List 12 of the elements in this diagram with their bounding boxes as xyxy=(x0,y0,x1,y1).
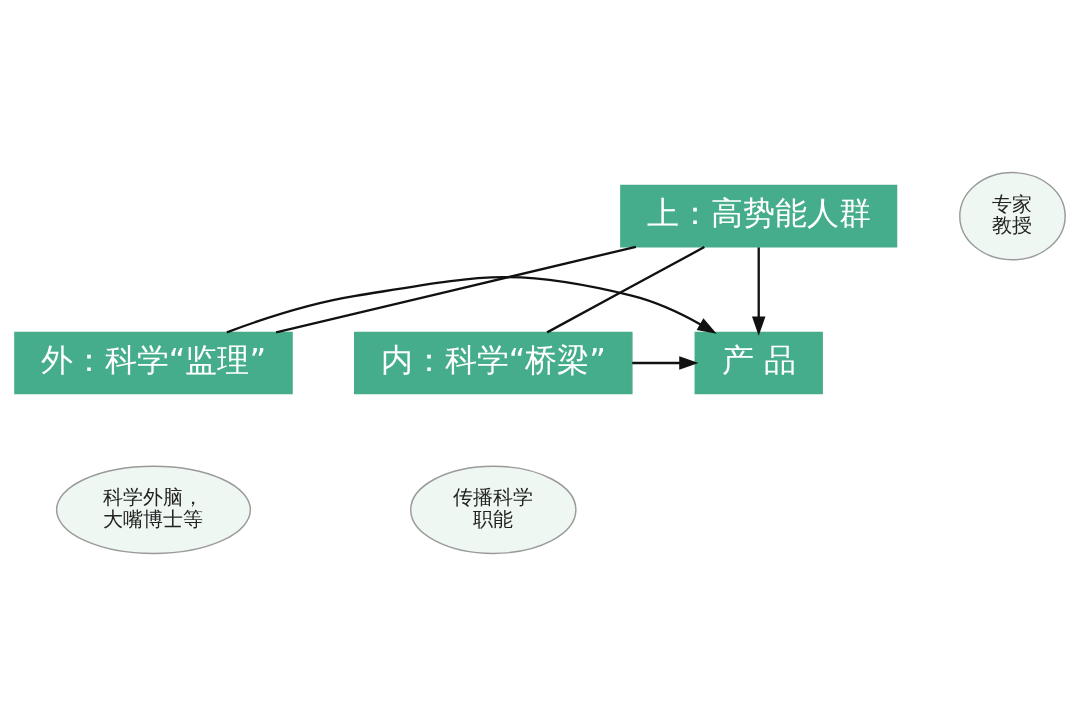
arrow xyxy=(751,247,766,336)
node-box: 上：高势能人群 xyxy=(620,184,898,248)
connector xyxy=(275,245,637,334)
node-box: 外：科学“监理” xyxy=(14,331,293,395)
node-ellipse: 专家教授 xyxy=(959,171,1066,261)
node-box: 内：科学“桥梁” xyxy=(354,331,633,395)
arrow xyxy=(632,356,699,370)
connector xyxy=(546,246,705,334)
node-box: 产 品 xyxy=(694,331,823,395)
arrow xyxy=(226,276,717,334)
node-ellipse: 传播科学职能 xyxy=(409,465,577,555)
node-ellipse: 科学外脑，大嘴博士等 xyxy=(55,465,252,555)
